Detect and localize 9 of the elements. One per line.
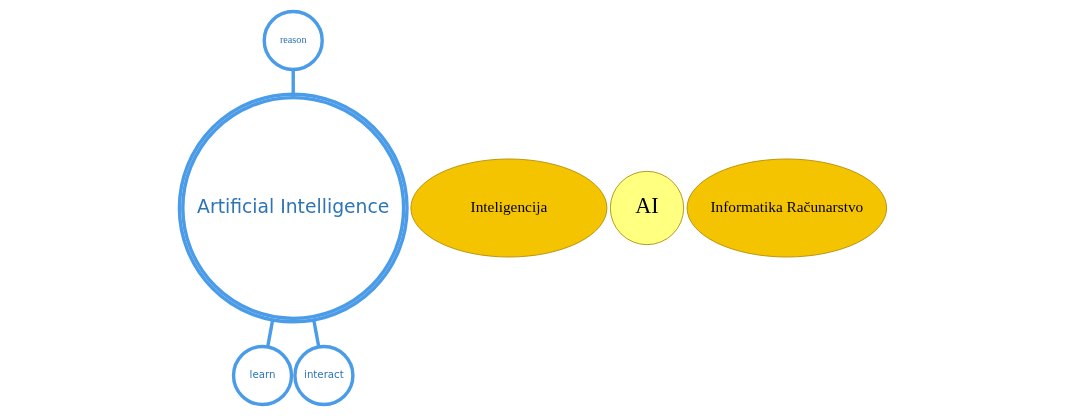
node-circle: reason (262, 9, 324, 72)
node-circle: interact (293, 344, 355, 407)
connector (266, 319, 275, 347)
connector (312, 319, 321, 347)
connector (291, 69, 295, 94)
node-ellipse: Inteligencija (410, 158, 608, 258)
node-circle: AI (609, 170, 685, 246)
node-ellipse: Informatika Računarstvo (686, 158, 888, 258)
node-circle: learn (231, 344, 294, 407)
